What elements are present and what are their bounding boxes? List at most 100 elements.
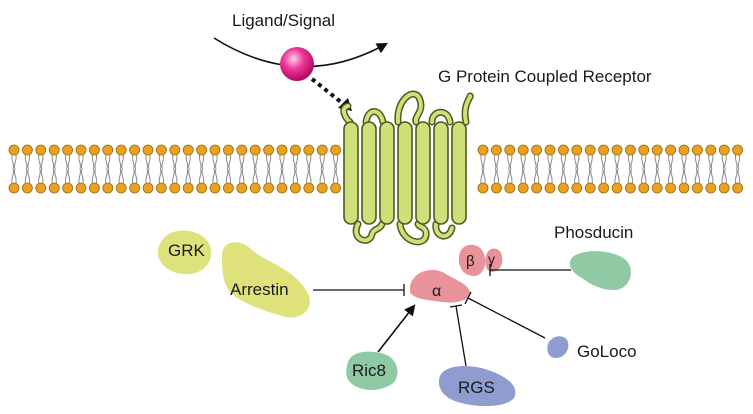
rgs-inhibit-bar [449, 304, 463, 308]
receptor-label: G Protein Coupled Receptor [438, 67, 652, 86]
lipid-head [249, 144, 261, 156]
lipid-head [8, 144, 20, 156]
lipid-head [316, 182, 328, 194]
lipid-head [598, 144, 609, 156]
lipid-head [692, 182, 703, 194]
lipid-tail [78, 154, 84, 184]
lipid-head [89, 144, 100, 156]
lipid-head [48, 182, 60, 194]
lipid-head [89, 182, 100, 194]
lipid-head [222, 182, 234, 194]
helix-3 [379, 121, 395, 225]
lipid-head [665, 182, 676, 194]
lipid-head [35, 182, 47, 194]
arrestin-label: Arrestin [230, 280, 289, 299]
lipid-head [8, 182, 20, 194]
lipid-head [316, 144, 328, 156]
lipid-tail [292, 154, 299, 184]
lipid-head [62, 182, 73, 194]
lipid-tail [279, 154, 285, 184]
lipid-tail [105, 154, 111, 184]
lipid-tail [225, 154, 232, 184]
lipid-head [490, 182, 502, 194]
lipid-head [544, 144, 556, 156]
lipid-head [142, 144, 154, 156]
lipid-head [638, 182, 650, 194]
lipid-head [625, 182, 636, 194]
lipid-tail [64, 154, 71, 184]
goloco-inhibit-bar [464, 291, 472, 305]
lipid-head [718, 144, 730, 156]
lipid-tail [708, 154, 714, 184]
lipid-head [303, 144, 315, 156]
lipid-head [651, 144, 663, 156]
lipid-head [558, 182, 569, 194]
lipid-head [102, 182, 114, 194]
helix-2 [361, 121, 377, 225]
lipid-head [705, 182, 717, 194]
lipid-tail [734, 154, 741, 184]
lipid-tail [480, 154, 486, 184]
lipid-head [48, 144, 60, 156]
lipid-head [263, 182, 275, 194]
lipid-head [678, 144, 690, 156]
lipid-tail [51, 154, 57, 184]
lipid-tail [332, 154, 339, 184]
lipid-head [236, 182, 248, 194]
lipid-tail [131, 154, 138, 184]
grk-blob [157, 230, 212, 275]
lipid-head [289, 144, 301, 156]
lipid-head [169, 182, 181, 194]
lipid-head [678, 182, 690, 194]
lipid-head [504, 182, 516, 194]
lipid-head [129, 144, 141, 156]
lipid-tail [172, 154, 178, 184]
lipid-head [169, 144, 181, 156]
lipid-tail [600, 154, 607, 184]
ric8-label: Ric8 [352, 361, 386, 380]
lipid-head [142, 182, 154, 194]
helix-1 [343, 121, 359, 225]
lipid-head [303, 182, 315, 194]
lipid-tail [239, 154, 245, 184]
lipid-tail [587, 154, 593, 184]
rgs-inhibits-alpha [455, 305, 467, 367]
lipid-head [571, 144, 583, 156]
ric8-activates-alpha [377, 304, 416, 353]
helix-7 [451, 121, 467, 225]
lipid-head [236, 144, 248, 156]
grk-label: GRK [168, 241, 206, 260]
lipid-head [571, 182, 583, 194]
lipid-head [584, 144, 596, 156]
lipid-tail [667, 154, 674, 184]
lipid-head [330, 182, 342, 194]
lipid-head [222, 144, 234, 156]
lipid-tail [38, 154, 44, 184]
interaction-lines [313, 264, 571, 367]
lipid-tail [24, 154, 31, 184]
lipid-head [182, 182, 194, 194]
lipid-head [263, 144, 275, 156]
lipid-head [129, 182, 141, 194]
lipid-head [276, 144, 288, 156]
lipid-tail [198, 154, 205, 184]
goloco-inhibits-alpha [467, 297, 546, 339]
lipid-tail [533, 154, 540, 184]
arrestin-blob [222, 242, 310, 318]
lipid-bilayer [8, 144, 743, 194]
lipid-head [732, 144, 743, 156]
lipid-head [196, 182, 208, 194]
lipid-head [665, 144, 676, 156]
lipid-tail [265, 154, 272, 184]
lipid-tail [252, 154, 258, 184]
lipid-head [611, 144, 623, 156]
lipid-head [611, 182, 623, 194]
lipid-head [651, 182, 663, 194]
lipid-head [209, 144, 221, 156]
lipid-head [477, 182, 489, 194]
lipid-tail [654, 154, 660, 184]
ligand-binding-dotted-arrow [310, 77, 348, 108]
lipid-head [276, 182, 288, 194]
phosducin-label: Phosducin [554, 223, 633, 242]
